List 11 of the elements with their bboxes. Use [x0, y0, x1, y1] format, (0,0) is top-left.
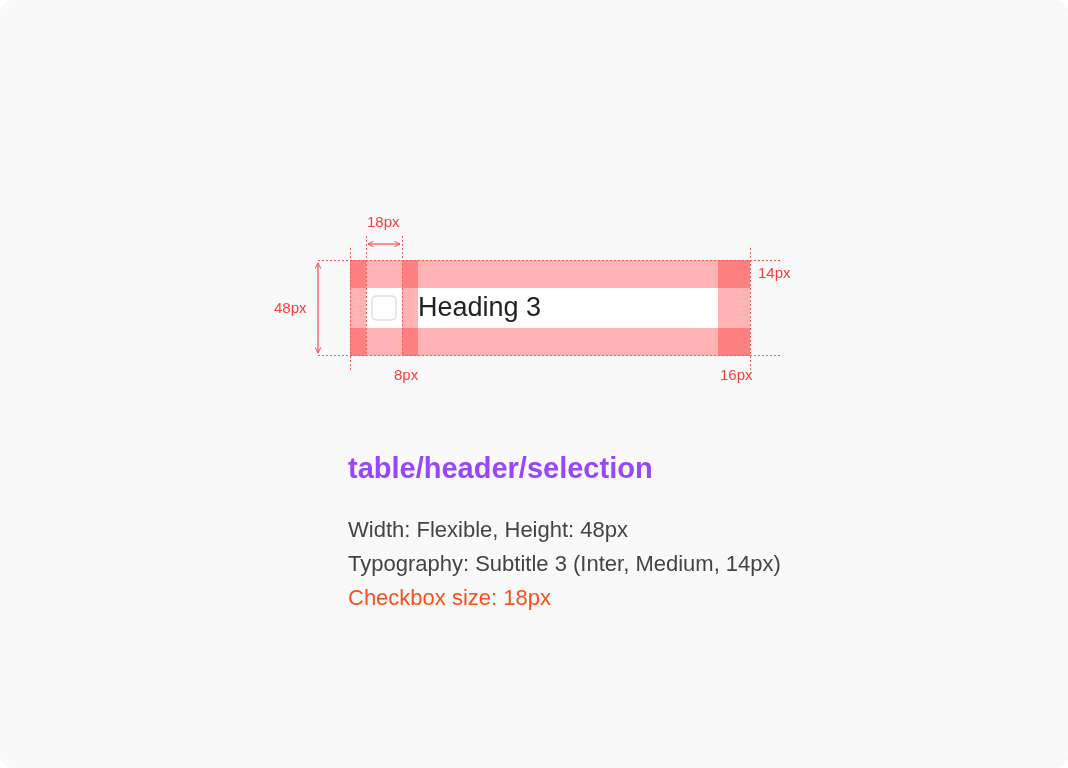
dimension-label: 8px [394, 366, 419, 384]
dimension-label: 18px [367, 213, 400, 231]
dimension-label: 16px [720, 366, 753, 384]
spec-text: Width: Flexible, Height: 48px [348, 516, 629, 543]
component-name: table/header/selection [348, 452, 653, 486]
column-heading: Heading 3 [418, 291, 542, 323]
spec-text: Checkbox size: 18px [348, 584, 551, 611]
table-header-row [350, 260, 750, 356]
dimension-label: 14px [758, 264, 791, 282]
dimension-label: 48px [274, 299, 307, 317]
spec-text: Typography: Subtitle 3 (Inter, Medium, 14px) [348, 550, 781, 577]
